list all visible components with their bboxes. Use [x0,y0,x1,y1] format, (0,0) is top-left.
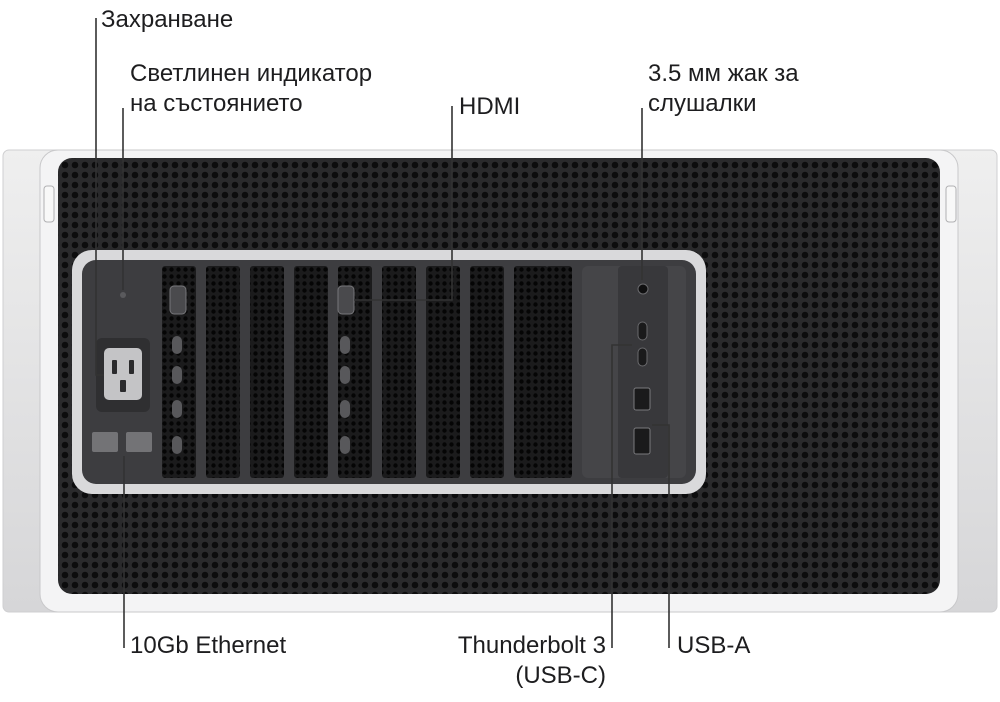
label-status-light-line-1: Светлинен индикатор [130,60,373,87]
power-inlet [104,348,142,400]
pcie-slot-5 [338,266,372,478]
leader-usba [652,424,670,648]
power-inlet-pins [112,360,134,392]
label-ethernet-line-1: 10Gb Ethernet [130,632,287,659]
pcie-slot-7 [426,266,460,478]
gpu-hdmi-port [337,285,355,315]
gpu-thunderbolt-ports-left [172,336,182,454]
status-light [120,292,126,298]
pcie-slot-2 [206,266,240,478]
label-usba: USB-A [677,631,750,661]
gpu-hdmi-port-left [169,285,187,315]
label-thunderbolt-line-1: Thunderbolt 3 [457,632,606,659]
label-power-line-1: Захранване [101,6,234,33]
leader-hdmi [354,106,453,301]
label-thunderbolt-line-2: (USB-C) [515,662,606,689]
headphone-jack [637,283,649,295]
right-rack-handle [945,185,957,223]
thunderbolt-port-2 [637,347,648,367]
label-power: Захранване [101,5,233,35]
label-hdmi-line-1: HDMI [459,93,521,120]
leader-lines [95,18,670,648]
pcie-slot-4 [294,266,328,478]
leader-power [95,18,104,376]
gpu-thunderbolt-ports-right [340,336,350,454]
usb-a-port-1 [633,387,651,411]
label-headphone-line-1: 3.5 мм жак за [648,60,799,87]
ethernet-port-2 [126,432,152,452]
usb-a-port-2 [633,427,651,455]
label-thunderbolt: Thunderbolt 3 (USB-C) [410,631,606,691]
left-rack-handle [43,185,55,223]
label-hdmi: HDMI [459,92,520,122]
pcie-slot-6 [382,266,416,478]
pcie-slot-9 [514,266,548,478]
pcie-slot-3 [250,266,284,478]
pcie-slot-8 [470,266,504,478]
thunderbolt-port-1 [637,321,648,341]
pcie-slot-10 [546,266,572,478]
label-status-light-line-2: на състоянието [130,90,303,117]
label-headphone: 3.5 мм жак за слушалки [648,59,799,119]
leader-thunderbolt [611,344,632,648]
label-headphone-line-2: слушалки [648,90,757,117]
label-usba-line-1: USB-A [677,632,751,659]
label-ethernet: 10Gb Ethernet [130,631,286,661]
ethernet-port-1 [92,432,118,452]
label-status-light: Светлинен индикатор на състоянието [130,59,372,119]
